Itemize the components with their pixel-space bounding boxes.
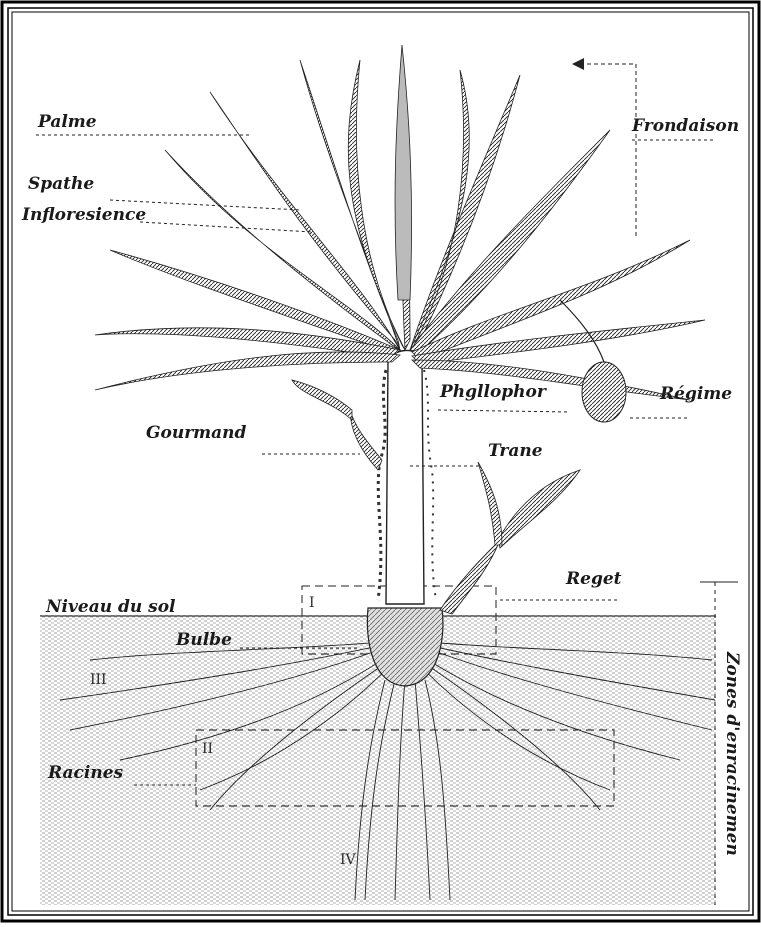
zone-numeral-ii: II [202,742,213,756]
label-spathe: Spathe [28,176,94,193]
label-palme: Palme [38,114,97,131]
regime [582,362,626,422]
label-regime: Régime [660,386,732,403]
trunk-bark-left [378,370,386,600]
label-inflorescence: Infloresience [22,207,146,224]
label-rejet: Reget [566,571,622,588]
label-bulbe: Bulbe [176,632,232,649]
zone-numeral-i: I [309,596,315,610]
label-racines: Racines [48,765,123,782]
gourmand [350,410,382,470]
zone-numeral-iii: III [90,673,107,687]
label-zones-enracinement: Zones d'enracinemen [722,652,742,856]
frondaison-bracket [580,64,636,236]
label-frondaison: Frondaison [632,118,739,135]
label-gourmand: Gourmand [146,425,246,442]
frondaison-arrow [572,58,584,70]
rejet-leaves-2 [478,462,502,545]
rejet-leaves [498,470,580,548]
regime-stalk [560,300,604,362]
trunk-bark-right [424,370,436,600]
rejet [440,540,500,614]
label-phyllophore: Phgllophor [440,384,546,401]
label-tronc: Trane [488,443,543,460]
spear [395,45,412,300]
zone-numeral-iv: IV [340,853,356,867]
gourmand-leaves [292,380,352,420]
label-niveau-sol: Niveau du sol [46,599,176,616]
trunk [386,350,424,604]
